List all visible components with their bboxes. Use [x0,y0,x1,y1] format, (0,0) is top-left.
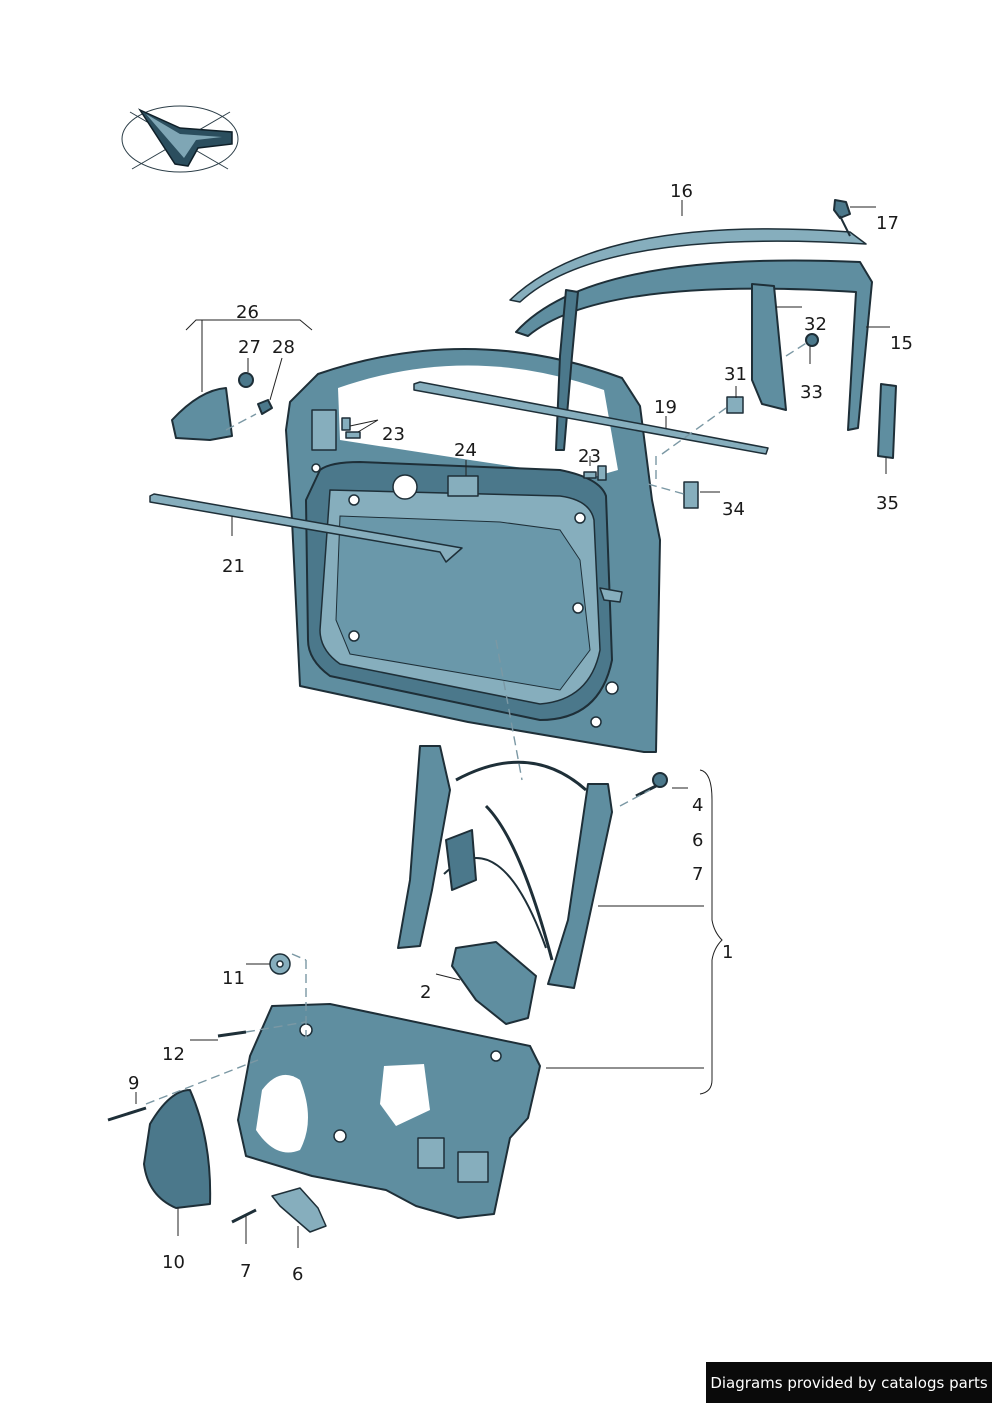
label-12: 12 [162,1044,185,1065]
label-1: 1 [722,942,733,963]
part-23-pads [341,417,607,481]
label-7-top: 7 [692,864,703,885]
label-6-bottom: 6 [292,1264,303,1285]
label-34: 34 [722,499,745,520]
part-27-nut-icon [238,372,254,388]
assembly-carrier-plate [237,1003,541,1219]
label-28: 28 [272,337,295,358]
part-33-screw-icon [805,333,819,347]
leader-lines [135,200,890,1248]
label-6-top: 6 [692,830,703,851]
label-31: 31 [724,364,747,385]
label-23-right: 23 [578,446,601,467]
part-17-clip-icon [833,199,851,237]
part-4-screw-icon [635,772,668,798]
part-28-bolt-icon [257,399,273,415]
label-19: 19 [654,397,677,418]
brand-logo-icon [121,105,239,173]
part-9-screw-icon [107,1106,147,1122]
label-33: 33 [800,382,823,403]
window-regulator [397,745,613,989]
part-31-bracket [726,396,744,414]
label-4: 4 [692,795,703,816]
label-15: 15 [890,333,913,354]
label-10: 10 [162,1252,185,1273]
part-24-cover-plate [447,475,479,497]
part-6-bracket [271,1187,327,1233]
part-10-foil [143,1089,212,1209]
credit-banner: Diagrams provided by catalogs parts [706,1362,992,1403]
label-16: 16 [670,181,693,202]
part-15-window-frame [515,259,873,431]
part-12-screw-icon [217,1030,247,1038]
door-shell [285,348,661,753]
part-number-labels: 16 17 15 32 33 31 19 34 35 24 23 23 26 2… [128,181,913,1285]
part-21-sealing-strip [149,493,463,563]
part-2-motor [451,941,537,1025]
label-23-left: 23 [382,424,405,445]
label-27: 27 [238,337,261,358]
assembly-guide-lines [145,341,809,1105]
label-24: 24 [454,440,477,461]
label-2: 2 [420,982,431,1003]
part-32-pillar-trim [751,283,787,411]
part-19-belt-strip [413,381,769,455]
label-21: 21 [222,556,245,577]
label-35: 35 [876,493,899,514]
label-17: 17 [876,213,899,234]
part-35-seal [877,383,897,459]
label-7-bottom: 7 [240,1261,251,1282]
part-26-mirror-cover [171,387,233,441]
part-7-screw-icon [231,1208,257,1224]
part-16-frame-trim [509,228,867,303]
label-26: 26 [236,302,259,323]
label-9: 9 [128,1073,139,1094]
label-32: 32 [804,314,827,335]
part-34-cap [683,481,699,509]
label-11: 11 [222,968,245,989]
